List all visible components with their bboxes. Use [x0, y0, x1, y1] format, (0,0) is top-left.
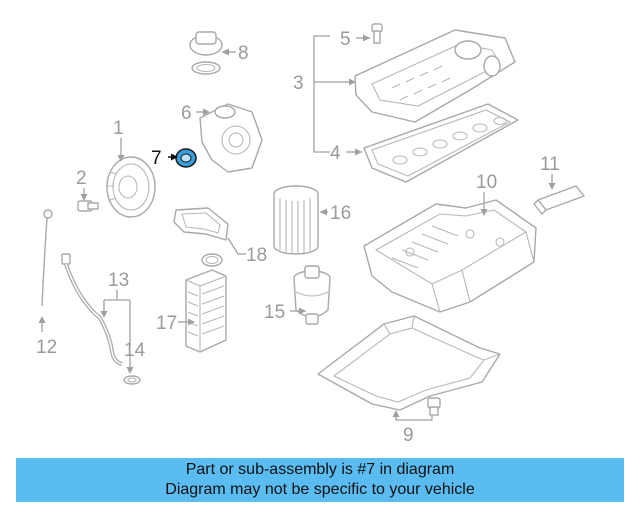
part-16-filter-element	[273, 185, 319, 255]
callout-16: 16	[330, 203, 351, 224]
callout-17: 17	[156, 313, 177, 334]
callout-11: 11	[540, 154, 560, 175]
callout-14: 14	[124, 340, 146, 361]
part-1-pulley	[106, 156, 156, 218]
parts-diagram: 8 5 3 4 6	[36, 23, 585, 446]
callout-3: 3	[293, 73, 304, 94]
info-banner: Part or sub-assembly is #7 in diagram Di…	[16, 458, 624, 502]
callout-6: 6	[181, 103, 192, 124]
callout-18: 18	[246, 245, 267, 266]
callout-10: 10	[476, 172, 497, 193]
callout-2: 2	[76, 168, 87, 189]
banner-line-2: Diagram may not be specific to your vehi…	[165, 481, 475, 498]
callout-8: 8	[238, 43, 249, 64]
part-9-drain-plug	[427, 397, 441, 416]
part-2-bolt	[77, 200, 99, 212]
part-12-dipstick	[41, 209, 53, 307]
callout-1: 1	[113, 118, 124, 139]
part-6-housing	[199, 103, 263, 173]
lower-oil-pan	[317, 315, 501, 411]
callout-7: 7	[151, 148, 162, 169]
part-3-valve-cover	[354, 29, 516, 123]
callout-15: 15	[264, 302, 285, 323]
part-8-filler-cap	[189, 31, 223, 75]
callout-13: 13	[108, 270, 129, 291]
part-18-gasket	[173, 207, 229, 267]
part-10-upper-oil-pan	[363, 199, 537, 313]
callout-9: 9	[403, 425, 414, 446]
part-14-seal	[123, 375, 141, 385]
banner-line-1: Part or sub-assembly is #7 in diagram	[185, 461, 455, 478]
callout-5: 5	[340, 29, 351, 50]
part-13-dipstick-tube	[61, 253, 123, 366]
part-17-oil-cooler	[185, 269, 227, 353]
part-11-bracket	[533, 185, 585, 215]
callout-12: 12	[36, 337, 57, 358]
callout-4: 4	[330, 143, 341, 164]
part-5-bolt	[371, 23, 383, 44]
part-7-highlighted	[175, 148, 197, 168]
part-4-cover-gasket	[363, 103, 519, 183]
part-15-filter-housing	[293, 265, 331, 325]
